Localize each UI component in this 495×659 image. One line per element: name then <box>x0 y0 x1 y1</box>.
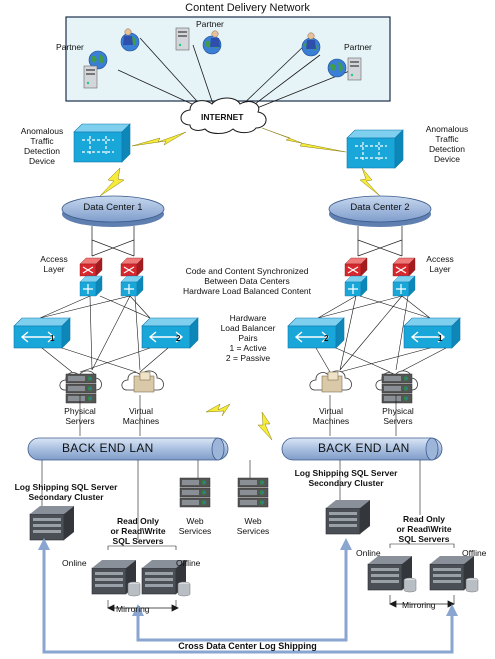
ids-label-left: Anomalous Traffic Detection Device <box>20 126 64 166</box>
cross-dc-log-shipping <box>42 548 454 654</box>
log-cluster-right <box>325 499 371 535</box>
virtual-machines-left <box>121 370 164 393</box>
dc2-disk <box>328 195 432 227</box>
log-cluster-left <box>29 505 75 541</box>
lb-left-2 <box>141 317 199 349</box>
internet-label: INTERNET <box>201 112 244 122</box>
lb-left-1-active: 1 <box>50 334 55 343</box>
partner-label-center: Partner <box>196 19 224 29</box>
physical-servers-right <box>375 370 418 404</box>
dc1-label: Data Center 1 <box>83 202 143 213</box>
cdn-panel <box>65 16 391 102</box>
sql-online-right <box>367 555 417 593</box>
access-layer-label-right: Access Layer <box>426 254 454 274</box>
sql-offline-label-right: Offline <box>462 548 487 558</box>
partner-label-right: Partner <box>344 42 372 52</box>
lb-server-links <box>41 347 447 373</box>
sql-online-left <box>91 559 141 597</box>
web-services-right <box>237 477 269 508</box>
internet-cloud <box>180 97 267 134</box>
physical-servers-left <box>59 370 102 404</box>
partner-label-left: Partner <box>56 42 84 52</box>
virtual-machines-right <box>309 370 352 393</box>
access-layer-right <box>344 257 416 297</box>
cdn-title: Content Delivery Network <box>185 2 310 14</box>
lower-links <box>41 460 421 540</box>
sql-group-label-right: Read Only or Read\Write SQL Servers <box>396 514 452 544</box>
sql-group-label-left: Read Only or Read\Write SQL Servers <box>110 516 166 546</box>
mirroring-arrows <box>107 600 455 612</box>
lan-label-left: BACK END LAN <box>62 441 154 455</box>
log-shipping-label-right: Log Shipping SQL Server Secondary Cluste… <box>294 468 398 488</box>
dc-access-links <box>91 226 403 257</box>
sql-offline-label-left: Offline <box>176 558 201 568</box>
lb-right-1-passive: 2 <box>324 334 329 343</box>
lb-right-1 <box>287 317 345 349</box>
access-layer-left <box>79 257 144 297</box>
physical-servers-label-left: Physical Servers <box>64 406 96 426</box>
sql-offline-right <box>429 555 479 593</box>
dc1-disk <box>61 195 165 227</box>
sql-online-label-left: Online <box>62 558 87 568</box>
lb-left-2-passive: 2 <box>176 334 181 343</box>
web-services-label-right: Web Services <box>236 516 270 536</box>
lb-left-1 <box>13 317 71 349</box>
lan-label-right: BACK END LAN <box>318 441 410 455</box>
web-services-label-left: Web Services <box>178 516 212 536</box>
virtual-machines-label-left: Virtual Machines <box>122 406 160 426</box>
mirroring-label-left: Mirroring <box>116 604 150 614</box>
lan-tube-right <box>281 437 443 461</box>
sql-online-label-right: Online <box>356 548 381 558</box>
ids-device-left <box>73 123 131 163</box>
lan-drops <box>79 395 397 436</box>
cross-dc-label: Cross Data Center Log Shipping <box>178 641 317 651</box>
sql-group-right-box <box>389 543 455 604</box>
lb-right-2-active: 1 <box>438 334 443 343</box>
lb-note: Hardware Load Balancer Pairs 1 = Active … <box>220 313 276 363</box>
virtual-machines-label-right: Virtual Machines <box>312 406 350 426</box>
lb-right-2 <box>403 317 461 349</box>
access-layer-label-left: Access Layer <box>40 254 68 274</box>
ids-label-right: Anomalous Traffic Detection Device <box>425 124 469 164</box>
physical-servers-label-right: Physical Servers <box>382 406 414 426</box>
log-shipping-label-left: Log Shipping SQL Server Secondary Cluste… <box>14 482 118 502</box>
lan-tube-left <box>27 437 229 461</box>
web-services-left <box>179 477 211 508</box>
dc2-label: Data Center 2 <box>350 202 410 213</box>
sync-note: Code and Content Synchronized Between Da… <box>182 266 312 296</box>
cdn-links <box>117 37 353 111</box>
mirroring-label-right: Mirroring <box>402 600 436 610</box>
ids-device-right <box>346 129 404 169</box>
access-lb-links <box>39 295 431 371</box>
cross-dc-arrowheads <box>38 538 458 616</box>
